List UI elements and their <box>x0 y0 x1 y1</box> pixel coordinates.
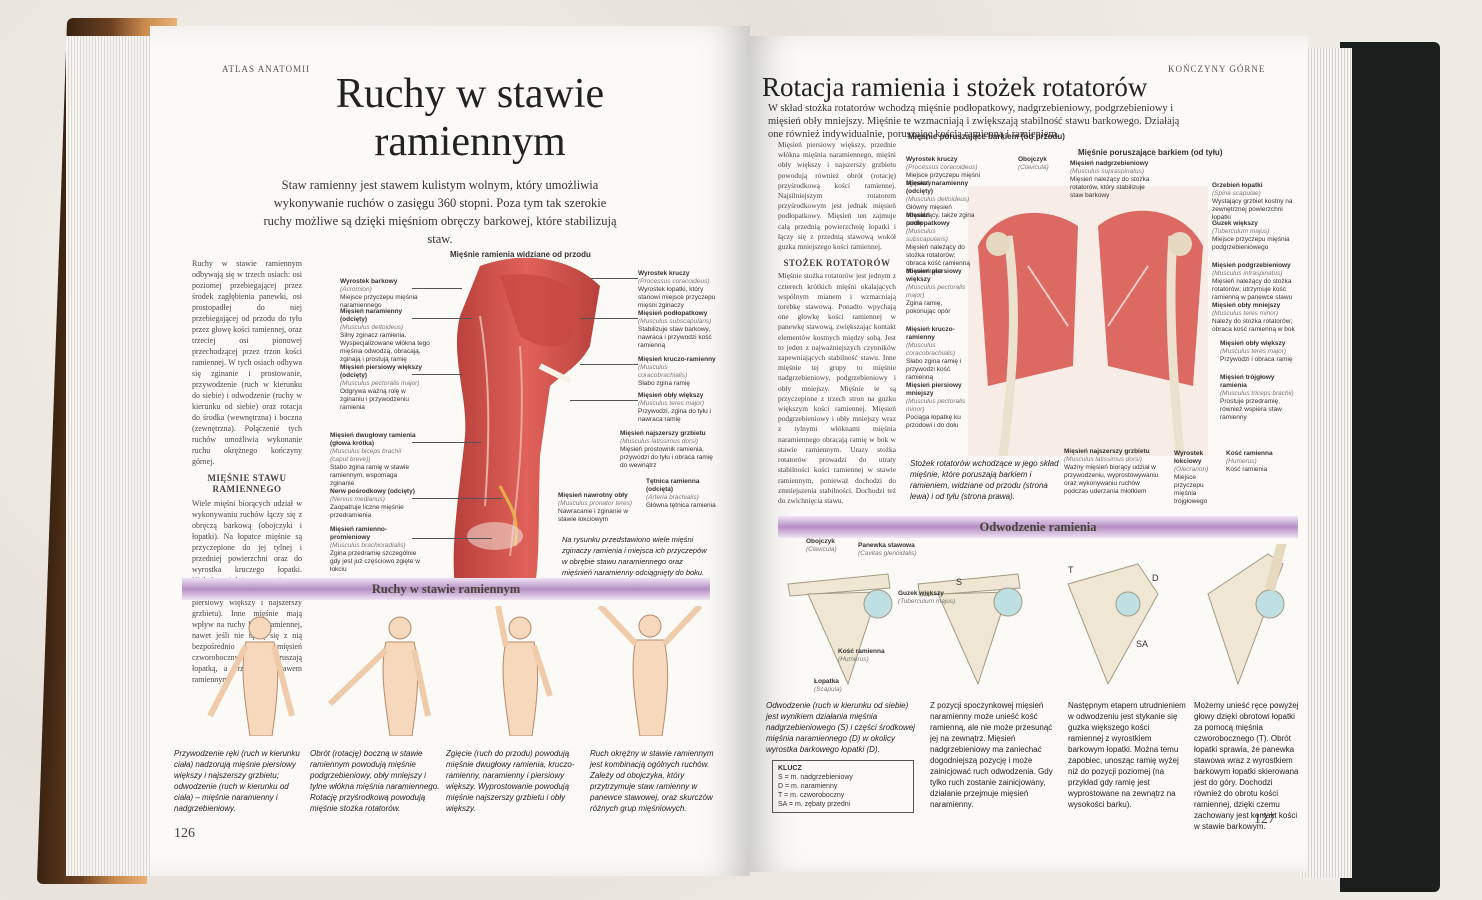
caption-abduction-initiation: Z pozycji spoczynkowej mięsień naramienn… <box>930 701 1053 809</box>
label-median-nerve: Nerw pośrodkowy (odcięty)(Nervus medianu… <box>330 488 415 519</box>
column-subhead: MIĘŚNIE STAWU RAMIENNEGO <box>207 473 287 494</box>
column-subhead: STOŻEK ROTATORÓW <box>783 258 891 269</box>
leader-line <box>412 288 462 289</box>
shoulder-movement-figures <box>207 606 703 736</box>
label-greater-tubercle-small: Guzek większy(Tuberculum majus) <box>898 590 956 605</box>
intro-right: W skład stożka rotatorów wchodzą mięśnie… <box>768 103 1180 140</box>
page-title-left: Ruchy w stawie ramiennym <box>335 71 605 165</box>
leader-line <box>412 318 472 319</box>
column-text-right: Mięsień piersiowy większy, przednie włók… <box>778 140 896 506</box>
label-deltoid-cut: Mięsień naramienny (odcięty)(Musculus de… <box>340 308 430 363</box>
key-item: SA = m. zębaty przedni <box>778 801 851 808</box>
label-pronator-teres: Mięsień nawrotny obły(Musculus pronator … <box>558 492 633 523</box>
banner-movements: Ruchy w stawie ramiennym <box>182 578 710 600</box>
leader-line <box>590 278 638 279</box>
left-page: ATLAS ANATOMII Ruchy w stawie ramiennym … <box>150 26 750 876</box>
figure-title-back: Mięśnie poruszające barkiem (od tyłu) <box>1078 148 1223 157</box>
letter-t: T <box>1068 565 1074 575</box>
label-olecranon: Wyrostek łokciowy(Olecranon)Miejsce przy… <box>1174 450 1209 505</box>
figure-note-right: Stożek rotatorów wchodzące w jego skład … <box>910 459 1059 501</box>
label-teres-minor: Mięsień obły mniejszy(Musculus teres min… <box>1212 302 1295 333</box>
leader-line <box>580 318 638 319</box>
page-edges-right <box>1300 48 1352 878</box>
column-paragraph: Ruchy w stawie ramiennym odbywają się w … <box>192 259 302 466</box>
key-item: S = m. nadgrzebieniowy <box>778 774 853 781</box>
caption-abduction-overhead: Możemy unieść ręce powyżej głowy dzięki … <box>1194 701 1299 831</box>
letter-s: S <box>956 577 963 587</box>
label-biceps-short-head: Mięsień dwugłowy ramienia (głowa krótka)… <box>330 432 416 487</box>
label-subscapularis: Mięsień podłopatkowy(Musculus subscapula… <box>638 310 712 349</box>
leader-line <box>412 498 502 499</box>
label-scapula-small: Łopatka(Scapula) <box>814 678 842 693</box>
key-title: KLUCZ <box>778 765 802 772</box>
book-cover-right <box>1340 42 1440 892</box>
label-acromion: Wyrostek barkowy(Acromion)Miejsce przycz… <box>340 278 418 309</box>
abduction-sequence-illustration <box>787 544 1287 686</box>
caption-rotation: Obrót (rotację) boczną w stawie ramienny… <box>310 749 440 813</box>
column-paragraph: Mięsień piersiowy większy, przednie włók… <box>778 140 896 252</box>
label-subscapularis: Mięsień podłopatkowy(Musculus subscapula… <box>906 212 970 275</box>
label-brachial-artery: Tętnica ramienna (odcięta)(Arteria brach… <box>646 478 716 509</box>
letter-sa: SA <box>1136 639 1149 649</box>
key-item: D = m. naramienny <box>778 783 838 790</box>
label-spine-of-scapula: Grzebień łopatki(Spina scapulae)Wystając… <box>1212 182 1293 221</box>
label-clavicle-small: Obojczyk(Clavicula) <box>806 538 837 553</box>
label-latissimus-dorsi: Mięsień najszerszy grzbietu(Musculus lat… <box>620 430 713 469</box>
shoulder-muscles-illustration <box>968 186 1208 456</box>
caption-adduction: Przywodzenie ręki (ruch w kierunku ciała… <box>174 749 300 813</box>
leader-line <box>412 442 482 443</box>
label-greater-tubercle: Guzek większy(Tuberculum majus)Miejsce p… <box>1212 220 1290 251</box>
label-teres-major: Mięsień obły większy(Musculus teres majo… <box>1220 340 1293 363</box>
page-number-left: 126 <box>174 826 195 841</box>
page-number-right: 127 <box>1254 812 1275 827</box>
figure-title-front-arm: Mięśnie ramienia widziane od przodu <box>450 250 591 259</box>
leader-line <box>580 364 638 365</box>
label-glenoid-cavity: Panewka stawowa(Cavitas glenoidalis) <box>858 542 917 557</box>
leader-line <box>412 374 462 375</box>
caption-circumduction: Ruch okrężny w stawie ramiennym jest kom… <box>590 749 714 813</box>
label-coracobrachialis: Mięsień kruczo-ramienny(Musculus coracob… <box>906 326 962 381</box>
column-paragraph-2: Mięśnie stożka rotatorów jest jednym z c… <box>778 271 896 505</box>
label-coracobrachialis: Mięsień kruczo-ramienny(Musculus coracob… <box>638 356 716 387</box>
banner-abduction: Odwodzenie ramienia <box>778 516 1298 538</box>
caption-flexion: Zgięcie (ruch do przodu) powodują mięśni… <box>446 749 575 813</box>
figure-note-left: Na rysunku przedstawiono wiele mięśni zg… <box>562 535 707 577</box>
figure-title-front: Mięśnie poruszające barkiem (od przodu) <box>908 132 1065 141</box>
label-infraspinatus: Mięsień podgrzebieniowy(Musculus infrasp… <box>1212 262 1293 301</box>
label-humerus-small: Kość ramienna(Humerus) <box>838 648 885 663</box>
leader-line <box>570 400 638 401</box>
caption-abduction-limit: Następnym etapem utrudnieniem w odwodzen… <box>1068 701 1186 809</box>
label-pectoralis-major-cut: Mięsień piersiowy większy (odcięty)(Musc… <box>340 364 423 411</box>
intro-left: Staw ramienny jest stawem kulistym wolny… <box>263 178 617 246</box>
label-teres-major: Mięsień obły większy(Musculus teres majo… <box>638 392 711 423</box>
label-triceps: Mięsień trójgłowy ramienia(Musculus tric… <box>1220 374 1294 421</box>
right-page: KOŃCZYNY GÓRNE Rotacja ramienia i stożek… <box>748 36 1308 872</box>
arm-muscle-illustration <box>453 257 600 586</box>
leader-line <box>412 538 492 539</box>
running-head-left: ATLAS ANATOMII <box>222 64 311 74</box>
label-coracoid-process: Wyrostek kruczy(Processus coracoideus)Wy… <box>638 270 716 309</box>
caption-abduction-start: Odwodzenie (ruch w kierunku od siebie) j… <box>766 701 915 754</box>
key-legend: KLUCZ S = m. nadgrzebieniowy D = m. nara… <box>772 760 914 813</box>
label-pectoralis-minor: Mięsień piersiowy mniejszy(Musculus pect… <box>906 382 966 429</box>
label-deltoid-cut: Mięsień naramienny (odcięty)(Musculus de… <box>906 180 975 227</box>
letter-d: D <box>1152 573 1159 583</box>
label-coracoid-process: Wyrostek kruczy(Processus coracoideus)Mi… <box>906 156 981 187</box>
running-head-right: KOŃCZYNY GÓRNE <box>1168 64 1266 74</box>
label-pectoralis-major: Mięsień piersiowy większy(Musculus pecto… <box>906 268 966 315</box>
label-brachioradialis: Mięsień ramienno-promieniowy(Musculus br… <box>330 526 420 573</box>
key-item: T = m. czworoboczny <box>778 792 845 799</box>
label-supraspinatus: Mięsień nadgrzebieniowy(Musculus suprasp… <box>1070 160 1150 199</box>
label-latissimus-dorsi: Mięsień najszerszy grzbietu(Musculus lat… <box>1064 448 1159 495</box>
label-humerus: Kość ramienna(Humerus)Kość ramienia <box>1226 450 1273 473</box>
label-clavicle: Obojczyk(Clavicula) <box>1018 156 1049 171</box>
page-title-right: Rotacja ramienia i stożek rotatorów <box>762 72 1148 102</box>
